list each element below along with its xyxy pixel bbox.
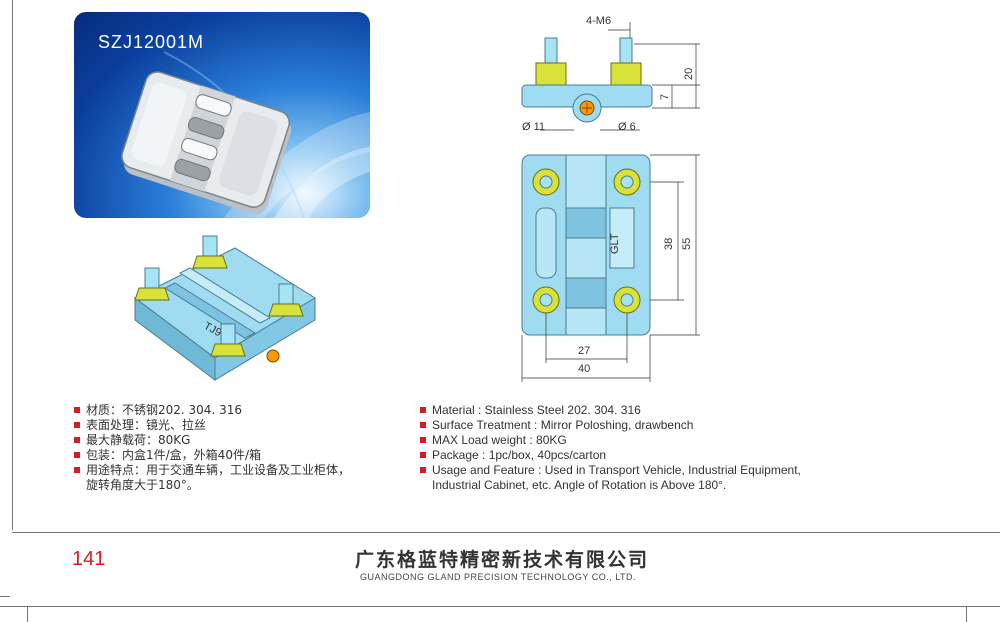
photo-art bbox=[121, 51, 370, 218]
footer-top-rule bbox=[12, 532, 1000, 533]
spec-load-cn: 最大静载荷：80KG bbox=[74, 433, 394, 448]
dim-dia-6: Ø 6 bbox=[618, 121, 636, 133]
company-name-en: GUANGDONG GLAND PRECISION TECHNOLOGY CO.… bbox=[360, 572, 637, 582]
spec-material-en: Material : Stainless Steel 202. 304. 316 bbox=[420, 403, 860, 418]
technical-drawing: 4-M6 20 7 Ø 11 Ø 6 GLT 38 55 27 40 bbox=[521, 15, 700, 382]
page-number: 141 bbox=[72, 548, 106, 570]
spec-usage-en: Usage and Feature : Used in Transport Ve… bbox=[420, 463, 860, 493]
dim-40: 40 bbox=[578, 363, 590, 375]
crop-mark-right bbox=[966, 606, 967, 622]
front-view: GLT bbox=[521, 154, 651, 336]
company-name-cn: 广东格蓝特精密新技术有限公司 bbox=[355, 549, 650, 571]
dim-27: 27 bbox=[578, 345, 590, 357]
photo-hinge bbox=[121, 71, 292, 215]
dim-7: 7 bbox=[659, 94, 671, 100]
stud-bottom-right bbox=[268, 283, 304, 317]
stud-top-left bbox=[134, 267, 170, 301]
stud-bottom-left bbox=[210, 323, 246, 357]
spec-surface-cn: 表面处理：镜光、拉丝 bbox=[74, 418, 394, 433]
dim-55: 55 bbox=[681, 238, 693, 250]
spec-package-en: Package : 1pc/box, 40pcs/carton bbox=[420, 448, 860, 463]
footer-bottom-rule bbox=[0, 606, 1000, 607]
model-code: SZJ12001M bbox=[98, 32, 205, 52]
crop-mark-left bbox=[27, 606, 28, 622]
spec-load-en: MAX Load weight : 80KG bbox=[420, 433, 860, 448]
product-photo: SZJ12001M bbox=[74, 12, 370, 218]
dim-thread: 4-M6 bbox=[586, 15, 611, 27]
spec-surface-en: Surface Treatment : Mirror Poloshing, dr… bbox=[420, 418, 860, 433]
logo-mark: GLT bbox=[609, 233, 621, 254]
left-margin-line bbox=[12, 0, 13, 530]
spec-package-cn: 包装：内盒1件/盒，外箱40件/箱 bbox=[74, 448, 394, 463]
crop-mark-left-h bbox=[0, 596, 10, 597]
stud-top-right bbox=[192, 235, 228, 269]
spec-usage-cn: 用途特点：用于交通车辆，工业设备及工业柜体，旋转角度大于180°。 bbox=[74, 463, 394, 493]
dim-20: 20 bbox=[683, 68, 695, 80]
spec-list-cn: 材质：不锈钢202. 304. 316 表面处理：镜光、拉丝 最大静载荷：80K… bbox=[74, 403, 394, 493]
dim-38: 38 bbox=[663, 238, 675, 250]
spec-material-cn: 材质：不锈钢202. 304. 316 bbox=[74, 403, 394, 418]
hinge-3d-render: TJ9 bbox=[134, 235, 316, 381]
side-view bbox=[521, 37, 653, 123]
spec-list-en: Material : Stainless Steel 202. 304. 316… bbox=[420, 403, 860, 493]
dim-dia-11: Ø 11 bbox=[522, 121, 545, 133]
